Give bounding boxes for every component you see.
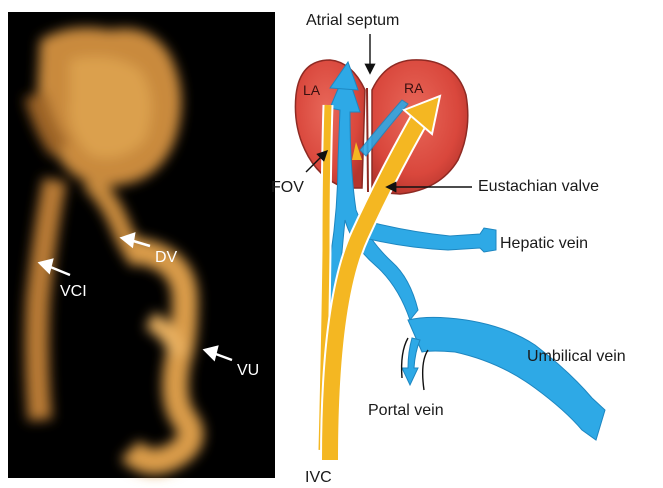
label-atrial-septum: Atrial septum — [306, 12, 399, 29]
hepatic-vein-vessel — [365, 222, 496, 252]
label-hepatic-vein: Hepatic vein — [500, 235, 588, 252]
label-portal-vein: Portal vein — [368, 402, 444, 419]
label-ivc: IVC — [305, 469, 332, 486]
ultrasound-panel: DV VCI VU — [8, 12, 275, 478]
label-umbilical-vein: Umbilical vein — [527, 348, 626, 365]
us-label-vci: VCI — [60, 283, 87, 300]
label-ra: RA — [404, 80, 424, 96]
label-fov: FOV — [271, 179, 304, 196]
label-la: LA — [303, 82, 321, 98]
us-label-dv: DV — [155, 249, 178, 266]
us-label-vu: VU — [237, 362, 259, 379]
schematic-panel: Atrial septum LA RA FOV Eustachian valve… — [271, 12, 626, 486]
umbilical-vein-vessel — [408, 317, 605, 440]
label-eustachian-valve: Eustachian valve — [478, 178, 599, 195]
